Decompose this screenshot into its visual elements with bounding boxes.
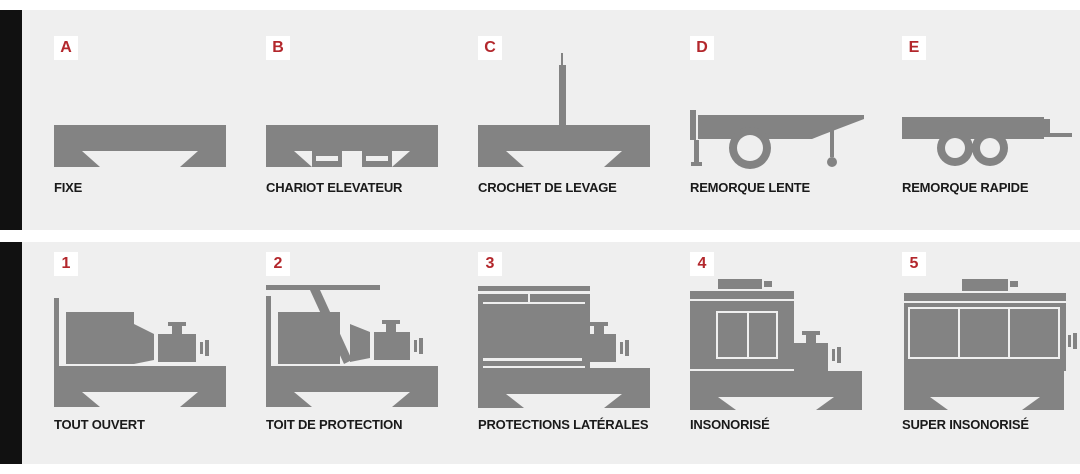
soundproof-genset-icon: [690, 279, 862, 410]
label-protections-laterales: PROTECTIONS LATÉRALES: [478, 417, 649, 432]
label-tout-ouvert: TOUT OUVERT: [54, 417, 145, 432]
badge-5: 5: [902, 252, 926, 276]
badge-d: D: [690, 36, 714, 60]
badge-e: E: [902, 36, 926, 60]
badge-c: C: [478, 36, 502, 60]
panel-enclosure-options: 1 TOUT OUVERT 2 TOIT DE PROTECTION 3: [22, 242, 1080, 464]
label-super-insonorise: SUPER INSONORISÉ: [902, 417, 1029, 432]
label-fixe: FIXE: [54, 180, 83, 195]
slow-trailer-icon: [690, 110, 864, 169]
label-chariot-elevateur: CHARIOT ELEVATEUR: [266, 180, 403, 195]
forklift-base-icon: [266, 125, 438, 167]
badge-1: 1: [54, 252, 78, 276]
panel-transport-options: A FIXE B CHARIOT ELEVATEUR C CROCHET DE …: [22, 10, 1080, 230]
badge-2: 2: [266, 252, 290, 276]
protective-roof-genset-icon: [266, 285, 438, 407]
label-insonorise: INSONORISÉ: [690, 417, 770, 432]
label-remorque-lente: REMORQUE LENTE: [690, 180, 810, 195]
side-tab-top: [0, 10, 22, 230]
open-genset-icon: [54, 298, 226, 407]
label-toit-de-protection: TOIT DE PROTECTION: [266, 417, 403, 432]
badge-3: 3: [478, 252, 502, 276]
badge-b: B: [266, 36, 290, 60]
badge-4: 4: [690, 252, 714, 276]
label-remorque-rapide: REMORQUE RAPIDE: [902, 180, 1029, 195]
side-tab-bottom: [0, 242, 22, 464]
label-crochet-de-levage: CROCHET DE LEVAGE: [478, 180, 617, 195]
badge-a: A: [54, 36, 78, 60]
lifting-hook-base-icon: [478, 53, 650, 167]
fixed-base-icon: [54, 125, 226, 167]
super-soundproof-genset-icon: [904, 279, 1077, 410]
fast-trailer-icon: [902, 117, 1072, 166]
side-protection-genset-icon: [478, 286, 650, 408]
